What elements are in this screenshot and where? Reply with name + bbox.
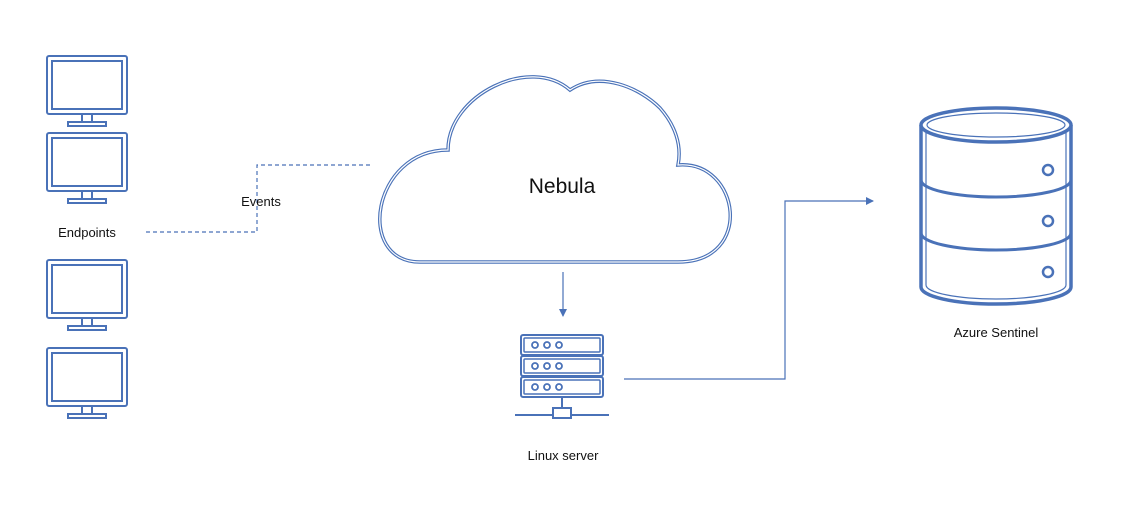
- endpoint-monitor-icon: [46, 132, 128, 204]
- server-to-sentinel-arrow: [624, 197, 874, 380]
- cloud-icon: [378, 75, 732, 264]
- linux-server-label: Linux server: [528, 448, 599, 463]
- cloud-title: Nebula: [529, 175, 596, 198]
- events-label: Events: [241, 194, 281, 209]
- endpoint-monitor-icon: [46, 259, 128, 331]
- azure-sentinel-label: Azure Sentinel: [954, 325, 1039, 340]
- endpoint-monitor-icon: [46, 55, 128, 127]
- endpoints-label: Endpoints: [58, 225, 116, 240]
- endpoint-monitor-icon: [46, 347, 128, 419]
- database-icon: [919, 106, 1073, 306]
- server-icon: [515, 334, 609, 419]
